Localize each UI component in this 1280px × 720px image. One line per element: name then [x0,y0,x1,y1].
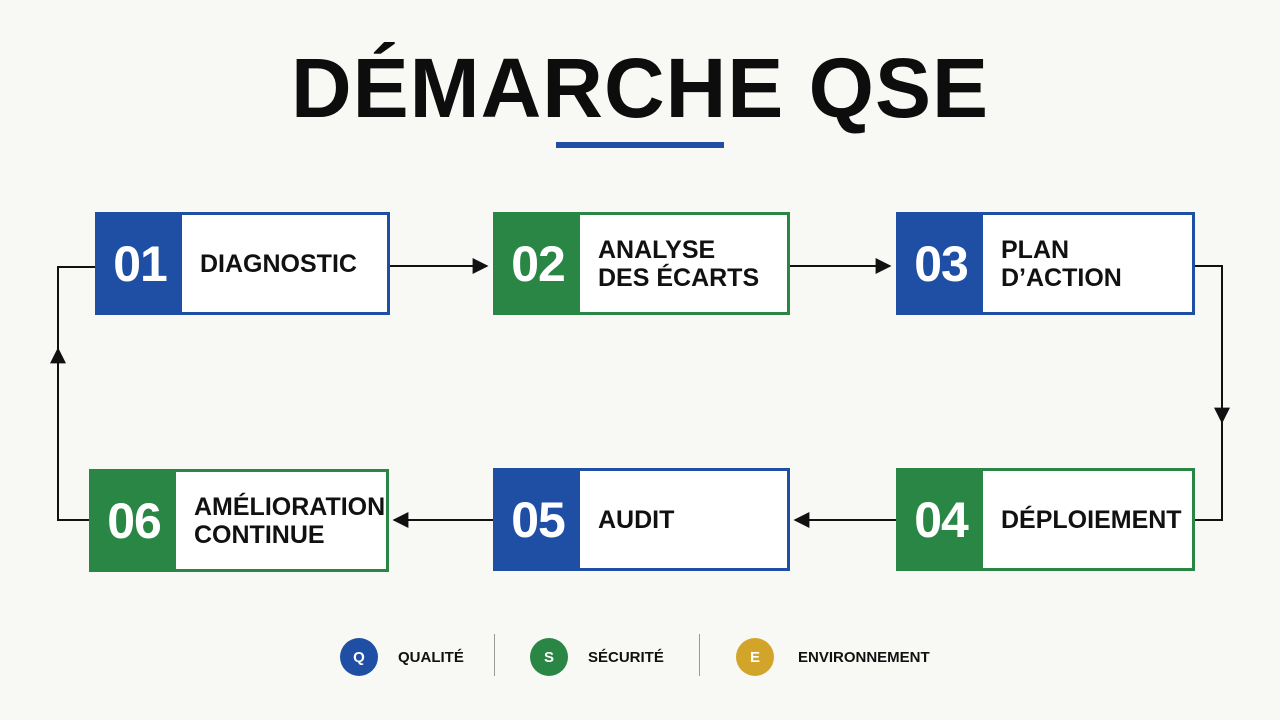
legend-divider [494,634,495,676]
step-05-audit: 05 AUDIT [493,468,790,571]
step-label: DÉPLOIEMENT [1001,505,1182,534]
legend-badge-s: S [530,638,568,676]
step-label: AUDIT [598,505,675,534]
page-title: DÉMARCHE QSE [290,41,990,135]
legend-environnement: E ENVIRONNEMENT [736,638,930,676]
legend-badge-q: Q [340,638,378,676]
arrow-06-to-01 [50,347,89,521]
step-number: 03 [899,215,983,312]
step-label: PLAN D’ACTION [1001,235,1122,292]
step-number: 06 [92,472,176,569]
arrow-04-tail [1195,420,1223,521]
legend-label: SÉCURITÉ [588,648,664,666]
step-04-deploiement: 04 DÉPLOIEMENT [896,468,1195,571]
step-number: 04 [899,471,983,568]
step-label: ANALYSE DES ÉCARTS [598,235,760,292]
step-01-diagnostic: 01 DIAGNOSTIC [95,212,390,315]
legend-label: QUALITÉ [398,648,464,666]
step-number: 02 [496,215,580,312]
arrow-03-to-04 [1195,265,1230,424]
legend-label: ENVIRONNEMENT [798,648,930,666]
step-06-amelioration-continue: 06 AMÉLIORATION CONTINUE [89,469,389,572]
arrow-06-to-01-tail [57,266,96,352]
step-label: AMÉLIORATION CONTINUE [194,492,386,549]
title-underline [556,142,724,148]
legend-divider [699,634,700,676]
step-number: 01 [98,215,182,312]
step-02-analyse-des-ecarts: 02 ANALYSE DES ÉCARTS [493,212,790,315]
step-label: DIAGNOSTIC [200,249,357,278]
step-number: 05 [496,471,580,568]
step-03-plan-d-action: 03 PLAN D’ACTION [896,212,1195,315]
legend-qualite: Q QUALITÉ [340,638,464,676]
legend-badge-e: E [736,638,774,676]
legend-securite: S SÉCURITÉ [530,638,664,676]
